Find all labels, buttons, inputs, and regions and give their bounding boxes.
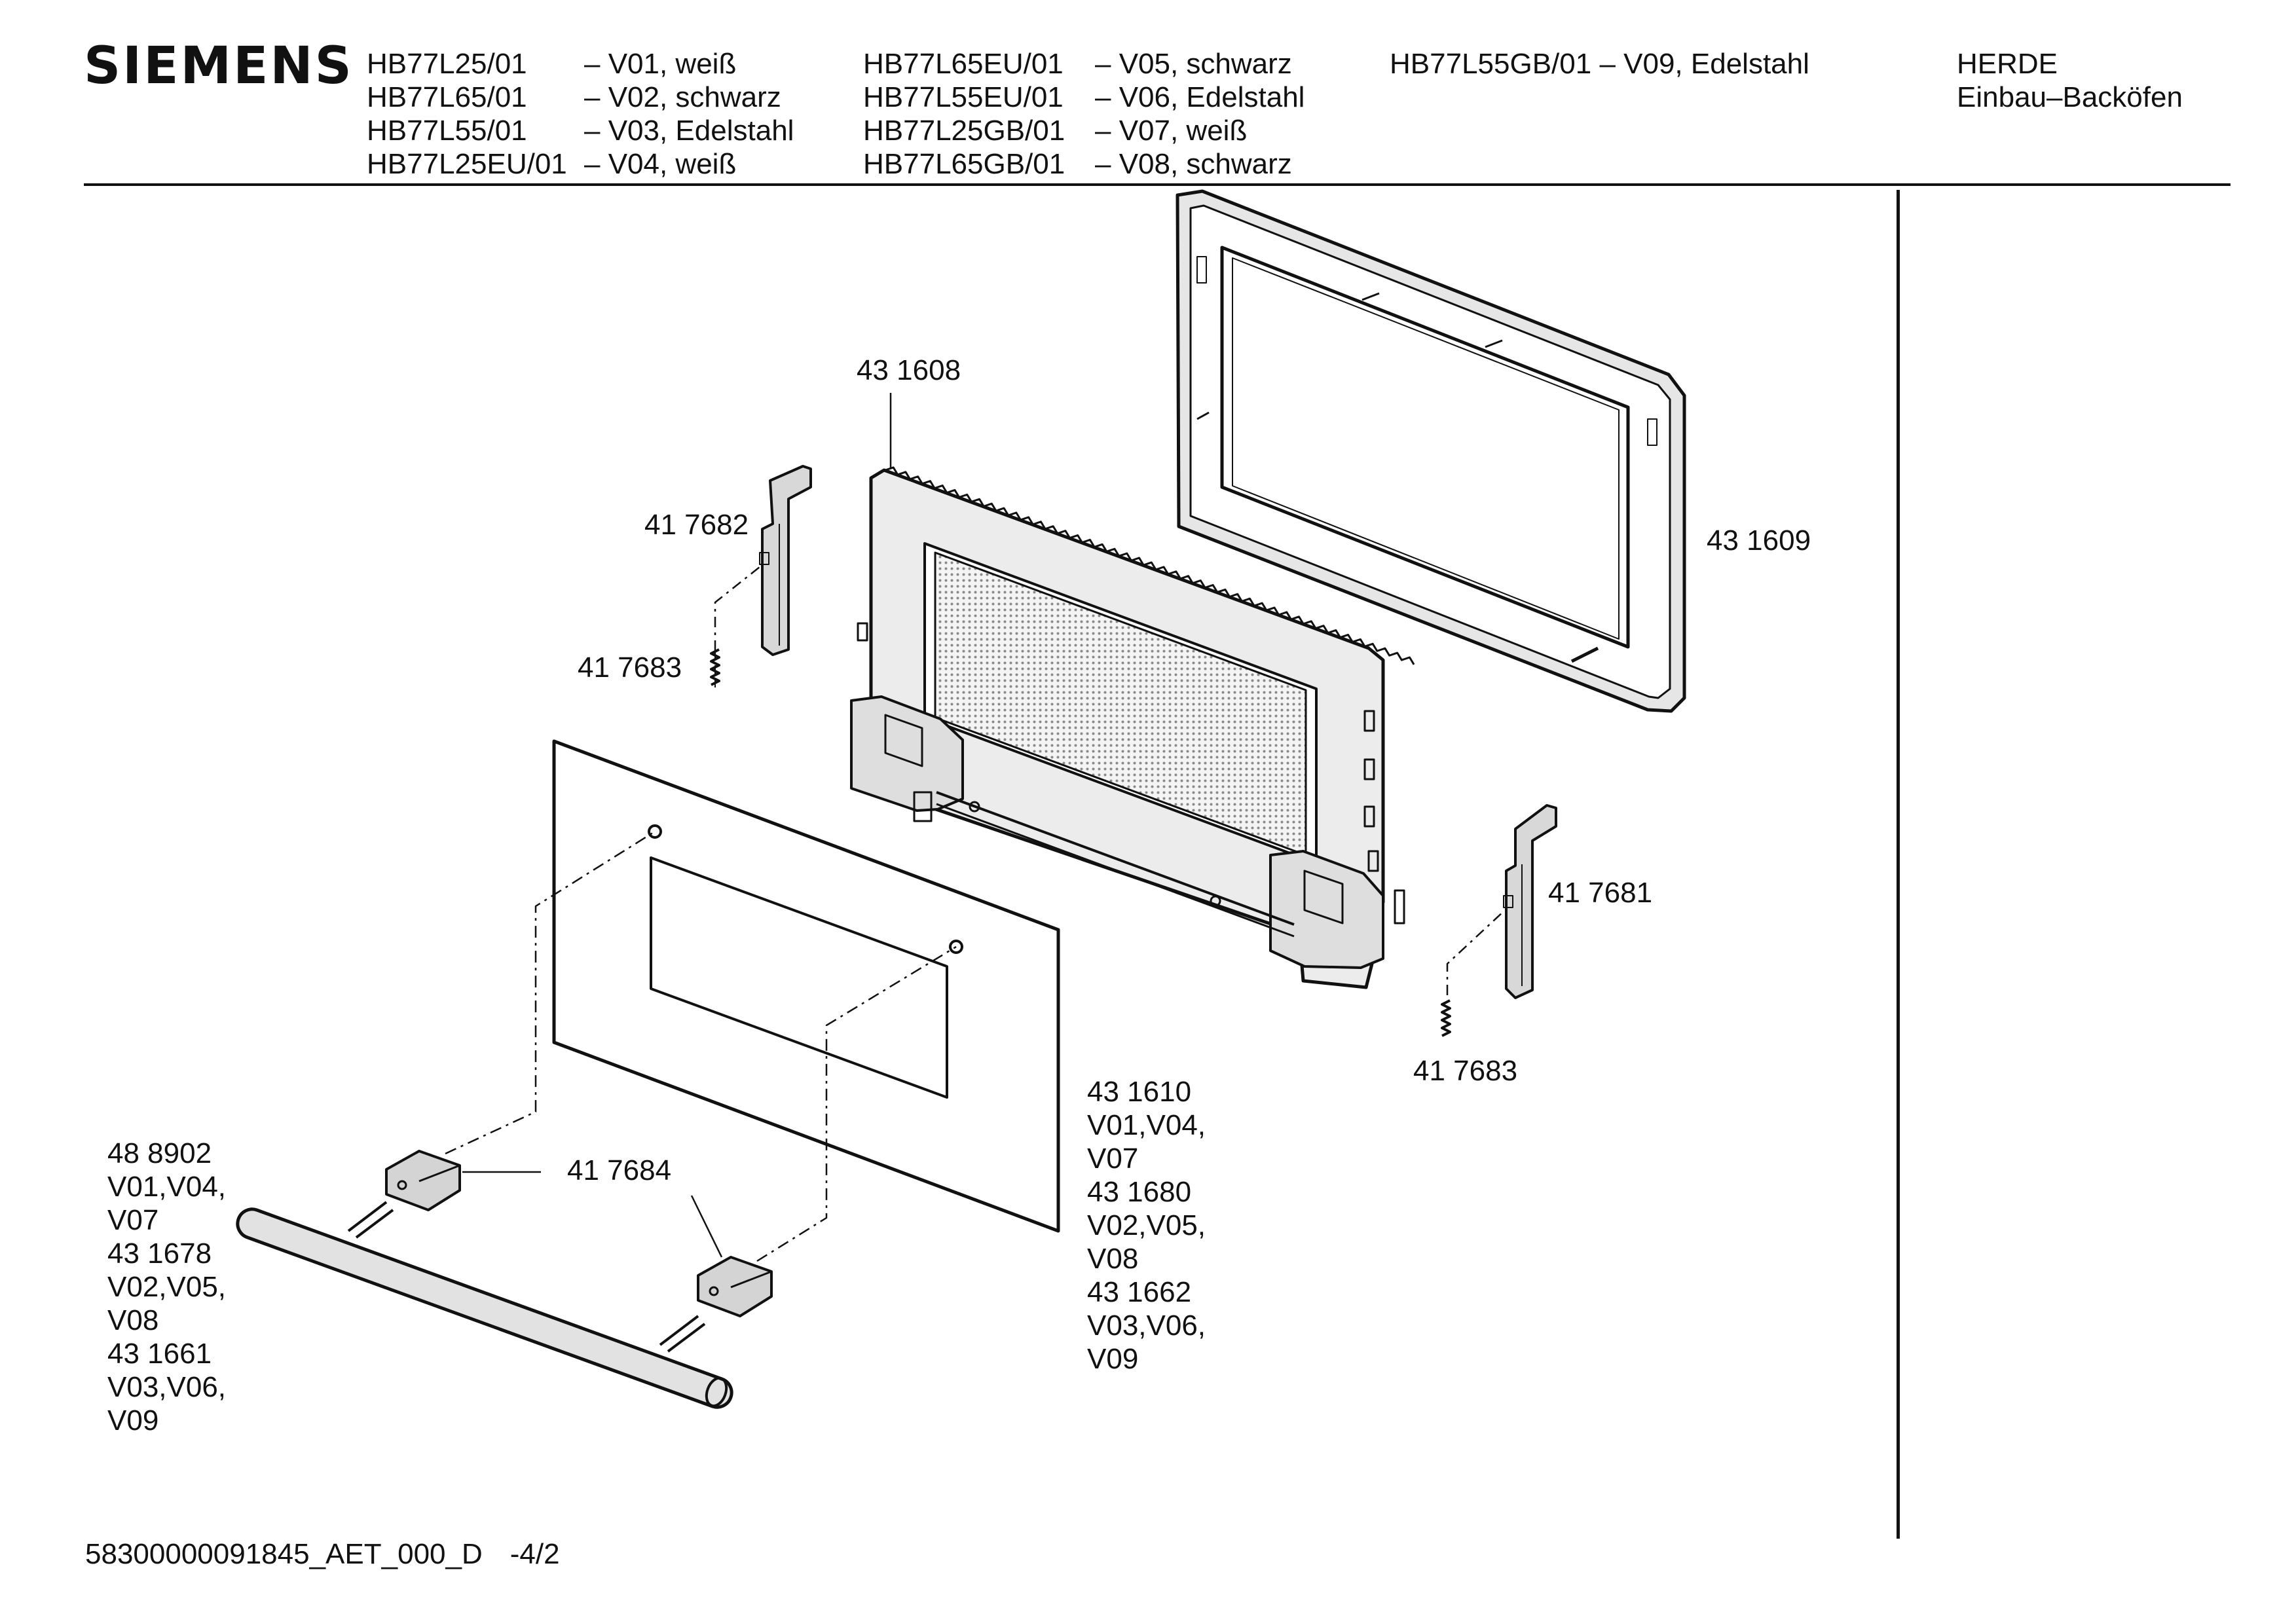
glass-variant-line: V02,V05,	[1087, 1209, 1206, 1241]
category-line: HERDE	[1957, 48, 2058, 80]
model-list-col2: HB77L65EU/01 HB77L55EU/01 HB77L25GB/01 H…	[863, 47, 1065, 181]
glass-variant-line: V09	[1087, 1343, 1139, 1375]
handle-variant-line: 48 8902	[107, 1137, 212, 1169]
category-line: Einbau–Backöfen	[1957, 81, 2183, 113]
category-label: HERDE Einbau–Backöfen	[1957, 47, 2183, 114]
handle-variant-line: V08	[107, 1304, 159, 1336]
part-label-431609: 43 1609	[1707, 524, 1811, 557]
handle-variant-line: V09	[107, 1404, 159, 1437]
variant-entry: – V04, weiß	[584, 148, 737, 180]
model-list-col1: HB77L25/01 HB77L65/01 HB77L55/01 HB77L25…	[367, 47, 567, 181]
part-label-417683-right: 41 7683	[1413, 1055, 1518, 1087]
handle-variant-line: 43 1661	[107, 1338, 212, 1370]
model-list-col3: HB77L55GB/01 – V09, Edelstahl	[1390, 47, 1809, 81]
part-label-417684: 41 7684	[567, 1154, 672, 1186]
glass-variant-line: V07	[1087, 1143, 1139, 1175]
model-entry: HB77L25GB/01	[863, 115, 1065, 147]
glass-variant-line: 43 1680	[1087, 1176, 1192, 1208]
model-entry: HB77L25EU/01	[367, 148, 567, 180]
glass-variant-line: V01,V04,	[1087, 1109, 1206, 1141]
document-footer: 58300000091845_AET_000_D -4/2	[85, 1537, 560, 1571]
variant-entry: – V02, schwarz	[584, 81, 781, 113]
inner-door-assembly-part	[850, 466, 1415, 989]
variant-entry: – V05, schwarz	[1095, 48, 1292, 80]
model-entry: HB77L65EU/01	[863, 48, 1064, 80]
handle-variant-line: V03,V06,	[107, 1371, 227, 1403]
handle-variant-line: V02,V05,	[107, 1271, 227, 1303]
part-label-417682: 41 7682	[644, 509, 749, 541]
door-handle-part	[236, 830, 957, 1409]
variant-entry: – V06, Edelstahl	[1095, 81, 1305, 113]
right-hinge-lever-part	[1441, 804, 1557, 1037]
part-label-417681: 41 7681	[1548, 877, 1653, 909]
glass-variant-line: 43 1662	[1087, 1276, 1192, 1308]
header-divider	[84, 183, 2231, 186]
handle-variant-line: 43 1678	[107, 1237, 212, 1270]
model-entry: HB77L25/01	[367, 48, 527, 80]
siemens-logo: SIEMENS	[84, 37, 354, 96]
variant-entry: – V08, schwarz	[1095, 148, 1292, 180]
front-glass-part	[552, 739, 1060, 1233]
model-entry: HB77L55/01	[367, 115, 527, 147]
page-number: -4/2	[509, 1538, 560, 1570]
glass-variant-line: V03,V06,	[1087, 1310, 1206, 1342]
model-entry: HB77L55GB/01 – V09, Edelstahl	[1390, 48, 1809, 80]
handle-variant-list: 48 8902 V01,V04, V07 43 1678 V02,V05, V0…	[107, 1137, 226, 1437]
leader-lines	[462, 393, 892, 1258]
variant-entry: – V03, Edelstahl	[584, 115, 794, 147]
door-frame-part	[1176, 189, 1686, 713]
part-label-417683-left: 41 7683	[578, 651, 682, 684]
handle-variant-line: V07	[107, 1204, 159, 1236]
variant-entry: – V01, weiß	[584, 48, 737, 80]
variant-list-col2: – V05, schwarz – V06, Edelstahl – V07, w…	[1095, 47, 1305, 181]
model-entry: HB77L55EU/01	[863, 81, 1064, 113]
document-id: 58300000091845_AET_000_D	[85, 1538, 483, 1570]
glass-variant-list: 43 1610 V01,V04, V07 43 1680 V02,V05, V0…	[1087, 1075, 1206, 1376]
glass-variant-line: V08	[1087, 1243, 1139, 1275]
right-divider	[1897, 190, 1900, 1539]
left-hinge-lever-part	[710, 465, 812, 687]
glass-variant-line: 43 1610	[1087, 1076, 1192, 1108]
variant-list-col1: – V01, weiß – V02, schwarz – V03, Edelst…	[584, 47, 794, 181]
model-entry: HB77L65/01	[367, 81, 527, 113]
variant-entry: – V07, weiß	[1095, 115, 1248, 147]
handle-variant-line: V01,V04,	[107, 1171, 227, 1203]
model-entry: HB77L65GB/01	[863, 148, 1065, 180]
part-label-431608: 43 1608	[857, 354, 961, 386]
